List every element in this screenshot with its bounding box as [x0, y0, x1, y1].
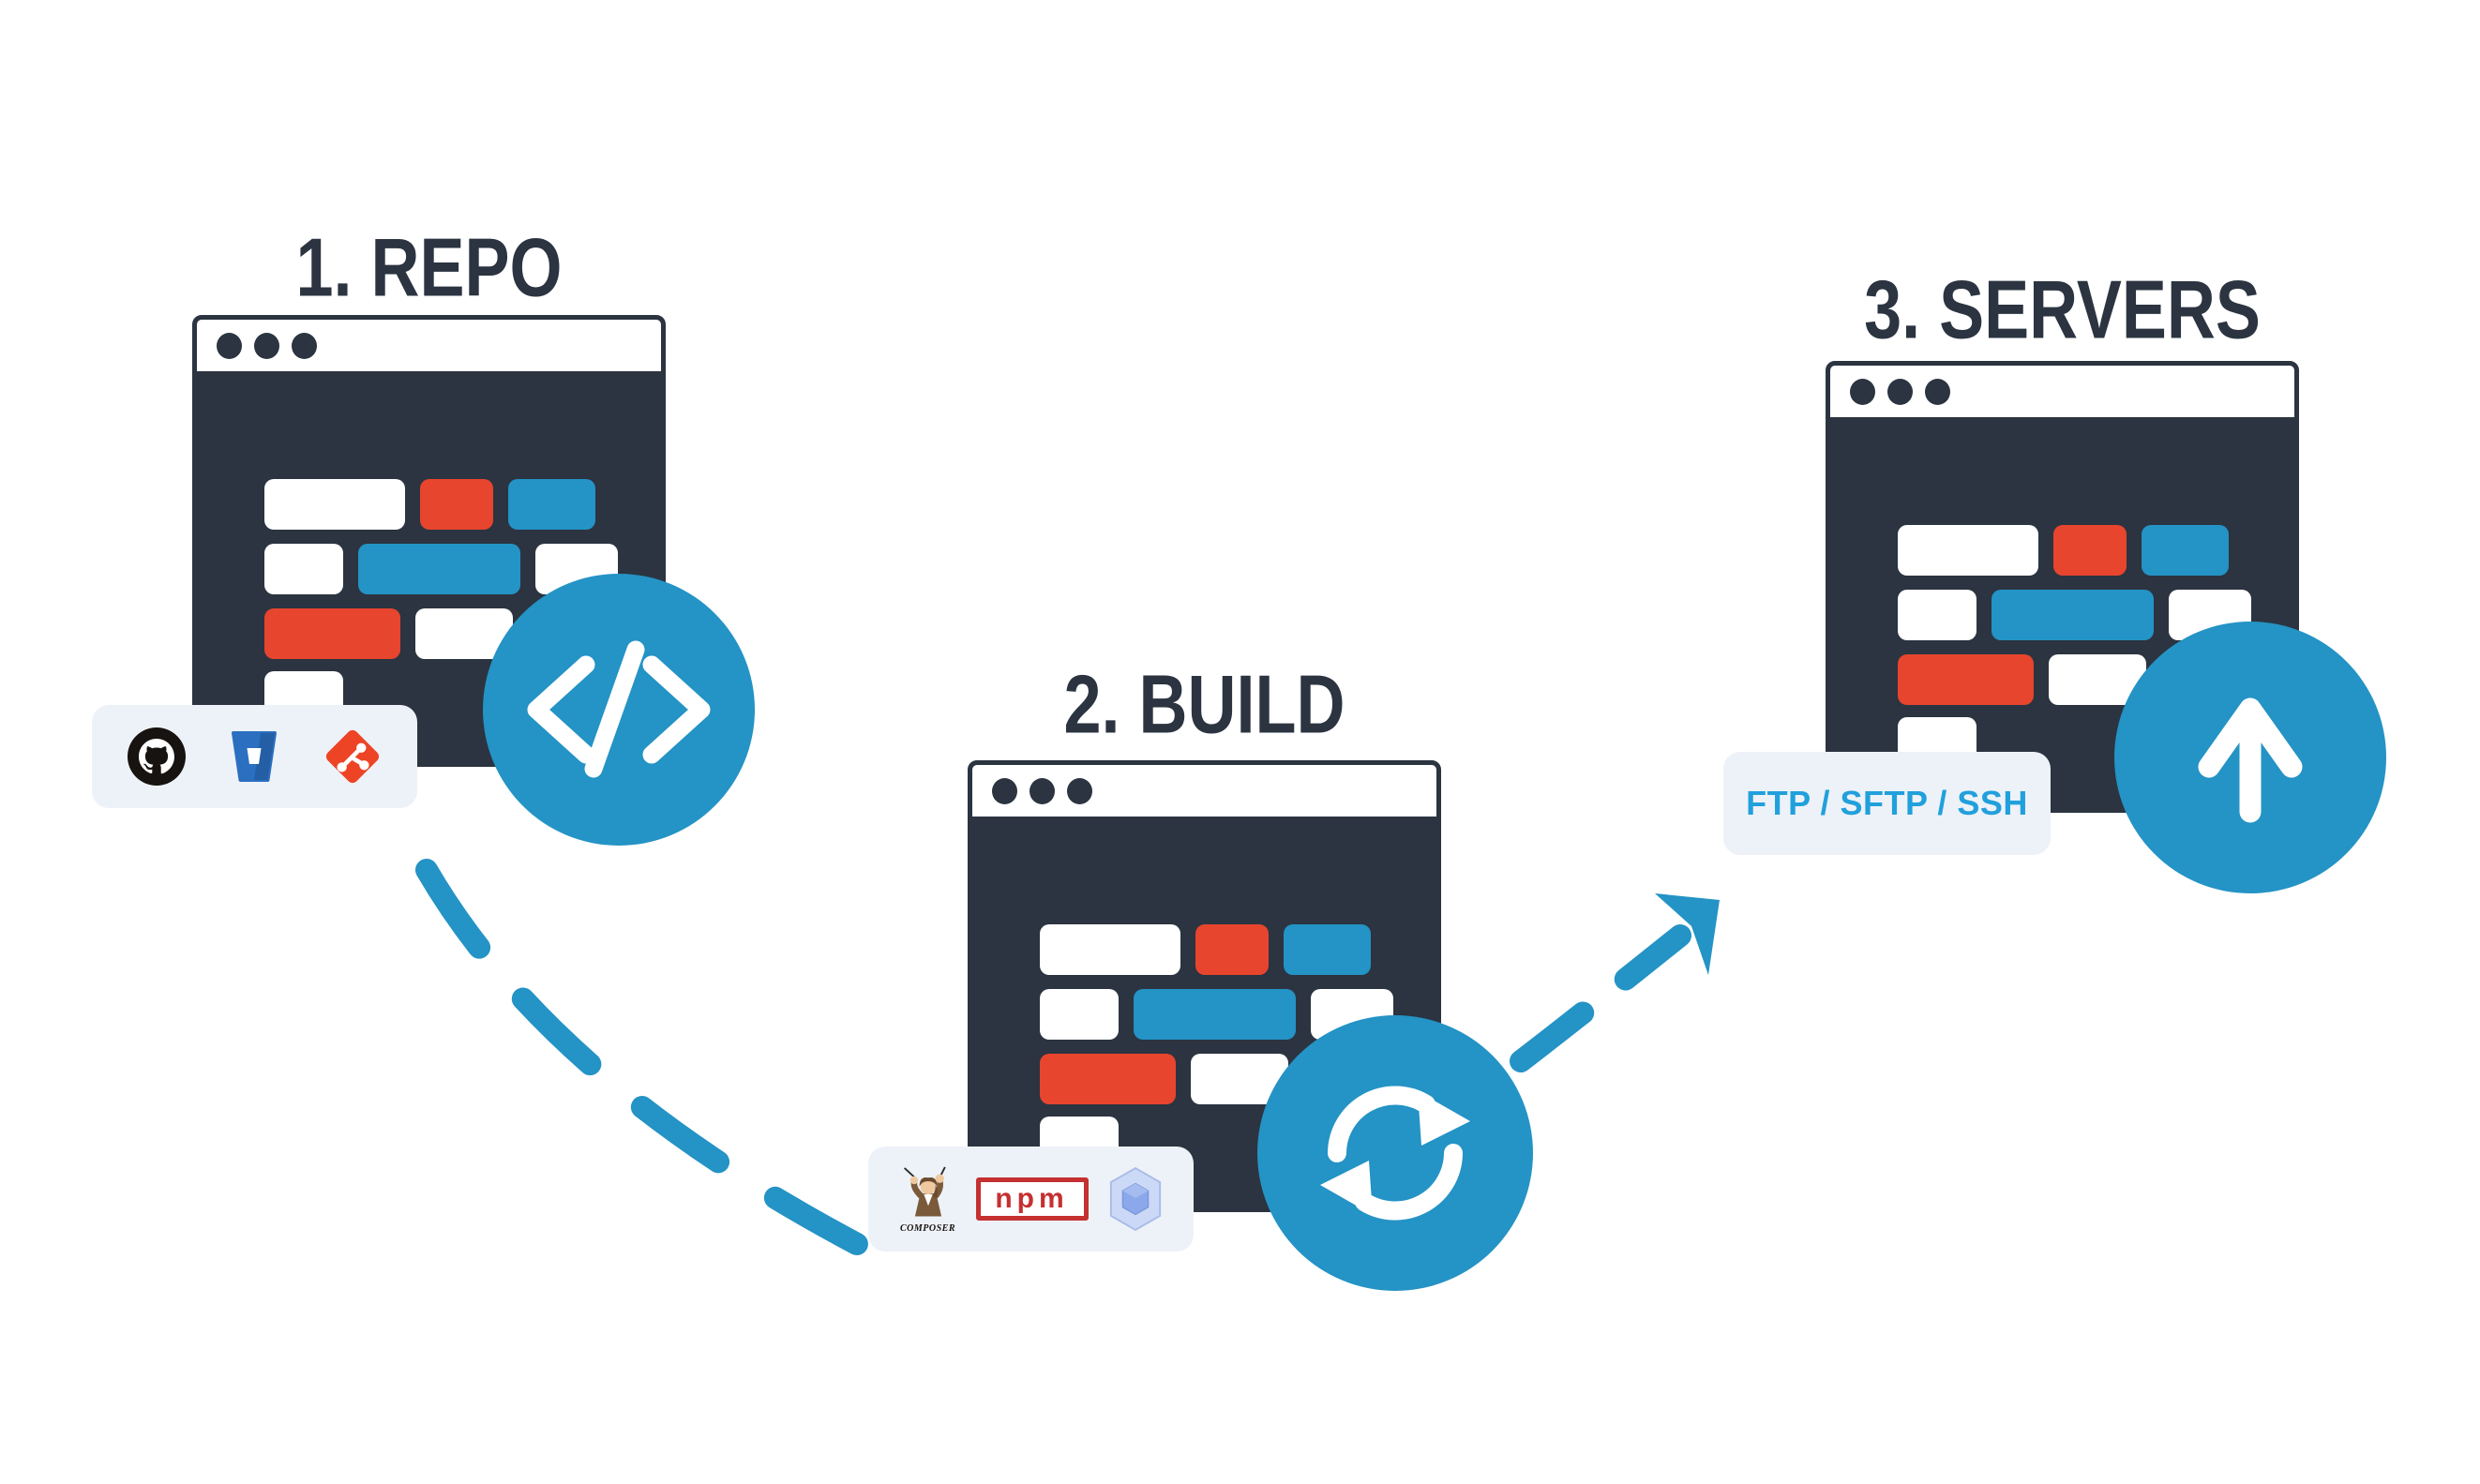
window-dot — [254, 332, 279, 359]
composer-label: COMPOSER — [899, 1222, 955, 1234]
window-body — [1835, 427, 2290, 803]
browser-window-repo — [192, 315, 666, 767]
window-dot — [1030, 777, 1055, 804]
composer-logo: COMPOSER — [899, 1165, 957, 1234]
code-block — [1898, 525, 2038, 576]
sync-icon — [1320, 1086, 1470, 1221]
webpack-icon — [1109, 1167, 1161, 1231]
browser-window-servers — [1826, 361, 2299, 813]
stage-title-servers: 3. SERVERS — [1864, 264, 2261, 356]
code-row — [264, 608, 513, 659]
npm-logo: npm — [975, 1177, 1089, 1221]
code-block — [1134, 989, 1296, 1040]
window-body — [202, 381, 656, 757]
code-block — [264, 544, 343, 594]
window-dot — [1850, 378, 1875, 405]
code-block — [264, 479, 405, 530]
code-block — [508, 479, 595, 530]
stage-title-build: 2. BUILD — [1063, 659, 1345, 751]
window-titlebar — [1830, 366, 2294, 422]
window-dot — [1887, 378, 1913, 405]
window-titlebar — [197, 320, 661, 376]
stage-title-repo: 1. REPO — [295, 222, 563, 314]
code-block — [2142, 525, 2229, 576]
dashed-curve-repo-to-build — [415, 859, 888, 1266]
code-block — [1992, 590, 2154, 640]
sync-circle — [1257, 1015, 1533, 1291]
composer-icon — [903, 1166, 946, 1217]
code-block — [1040, 924, 1180, 975]
window-dot — [1067, 777, 1092, 804]
upload-circle — [2114, 622, 2386, 893]
code-row — [1898, 654, 2146, 705]
git-icon — [325, 729, 379, 784]
code-block — [1040, 1054, 1176, 1104]
code-block — [2053, 525, 2127, 576]
code-circle — [483, 574, 755, 846]
code-row — [1040, 1054, 1288, 1104]
protocols-label: FTP / SFTP / SSH — [1746, 784, 2028, 822]
protocols-badge: FTP / SFTP / SSH — [1723, 752, 2051, 855]
window-dot — [992, 777, 1017, 804]
code-block — [264, 608, 400, 659]
code-row — [264, 479, 595, 530]
bitbucket-icon — [231, 731, 277, 782]
window-dot — [292, 332, 317, 359]
code-icon — [527, 640, 711, 778]
code-row — [1040, 924, 1371, 975]
upload-arrow-icon — [2198, 697, 2303, 823]
code-block — [420, 479, 493, 530]
dashed-line-build-to-servers — [1510, 924, 1691, 1072]
code-block — [358, 544, 520, 594]
window-dot — [1925, 378, 1950, 405]
arrowhead-icon — [1655, 893, 1720, 975]
github-icon — [127, 727, 186, 786]
window-dot — [217, 332, 242, 359]
code-block — [1898, 590, 1976, 640]
build-tools-badge: COMPOSER npm — [868, 1147, 1194, 1252]
code-block — [1284, 924, 1371, 975]
code-row — [1898, 525, 2229, 576]
code-row — [1898, 590, 2251, 640]
repo-tools-badge — [92, 705, 417, 808]
code-block — [1195, 924, 1269, 975]
code-block — [1040, 989, 1119, 1040]
window-titlebar — [972, 765, 1436, 821]
code-block — [1898, 654, 2034, 705]
